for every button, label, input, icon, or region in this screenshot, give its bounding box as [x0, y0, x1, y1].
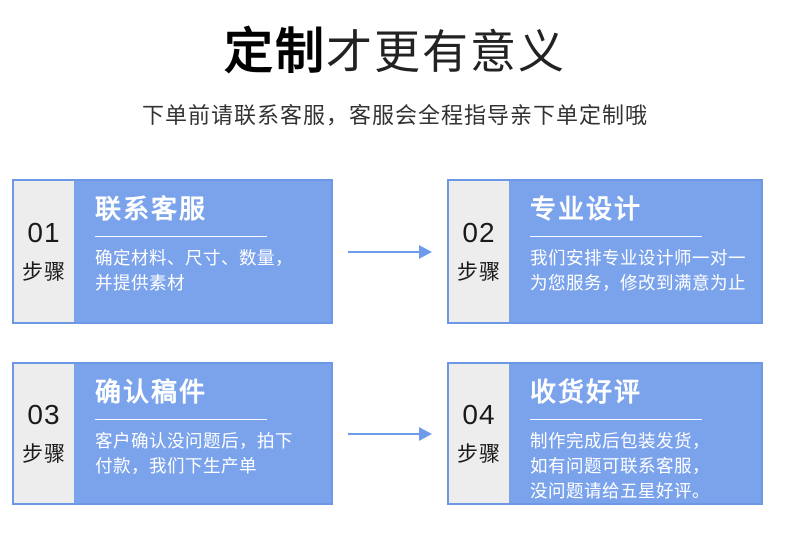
page-title: 定制才更有意义 [0, 25, 790, 80]
step-number: 01 [27, 217, 61, 248]
title-underline [95, 419, 267, 421]
page-title-emphasis: 定制 [223, 25, 326, 79]
right-arrow-icon [348, 426, 432, 441]
step-label: 步骤 [457, 443, 501, 466]
step-label: 步骤 [22, 261, 66, 284]
step-title: 专业设计 [530, 194, 643, 224]
arrow-cell [333, 179, 447, 324]
step-card-2: 02 步骤 专业设计 我们安排专业设计师一对一 为您服务，修改到满意为止 [447, 179, 763, 324]
step-number: 03 [27, 399, 61, 430]
step-number-tab: 01 步骤 [14, 181, 74, 322]
step-description: 客户确认没问题后，拍下 付款，我们下生产单 [95, 431, 293, 477]
step-description: 我们安排专业设计师一对一 为您服务，修改到满意为止 [530, 248, 746, 294]
step-number-tab: 03 步骤 [14, 364, 74, 503]
arrow-cell [333, 362, 447, 505]
step-title: 收货好评 [530, 377, 643, 407]
step-number: 04 [462, 399, 496, 430]
step-number-tab: 04 步骤 [449, 364, 509, 503]
title-underline [530, 419, 702, 421]
step-content: 联系客服 确定材料、尺寸、数量， 并提供素材 [74, 181, 331, 322]
step-number-tab: 02 步骤 [449, 181, 509, 322]
steps-grid: 01 步骤 联系客服 确定材料、尺寸、数量， 并提供素材 02 步骤 专业设计 … [12, 179, 763, 505]
step-title: 确认稿件 [95, 377, 208, 407]
step-number: 02 [462, 217, 496, 248]
step-content: 收货好评 制作完成后包装发货， 如有问题可联系客服， 没问题请给五星好评。 [509, 364, 761, 503]
step-label: 步骤 [22, 443, 66, 466]
title-underline [530, 236, 702, 238]
step-content: 确认稿件 客户确认没问题后，拍下 付款，我们下生产单 [74, 364, 331, 503]
step-description: 制作完成后包装发货， 如有问题可联系客服， 没问题请给五星好评。 [530, 431, 710, 502]
header: 定制才更有意义 下单前请联系客服，客服会全程指导亲下单定制哦 [0, 25, 790, 130]
step-content: 专业设计 我们安排专业设计师一对一 为您服务，修改到满意为止 [509, 181, 761, 322]
step-label: 步骤 [457, 261, 501, 284]
step-card-3: 03 步骤 确认稿件 客户确认没问题后，拍下 付款，我们下生产单 [12, 362, 333, 505]
step-card-1: 01 步骤 联系客服 确定材料、尺寸、数量， 并提供素材 [12, 179, 333, 324]
title-underline [95, 236, 267, 238]
right-arrow-icon [348, 244, 432, 259]
step-title: 联系客服 [95, 194, 208, 224]
step-description: 确定材料、尺寸、数量， 并提供素材 [95, 248, 293, 294]
page-title-rest: 才更有意义 [326, 26, 566, 78]
step-card-4: 04 步骤 收货好评 制作完成后包装发货， 如有问题可联系客服， 没问题请给五星… [447, 362, 763, 505]
page-subtitle: 下单前请联系客服，客服会全程指导亲下单定制哦 [141, 102, 648, 128]
